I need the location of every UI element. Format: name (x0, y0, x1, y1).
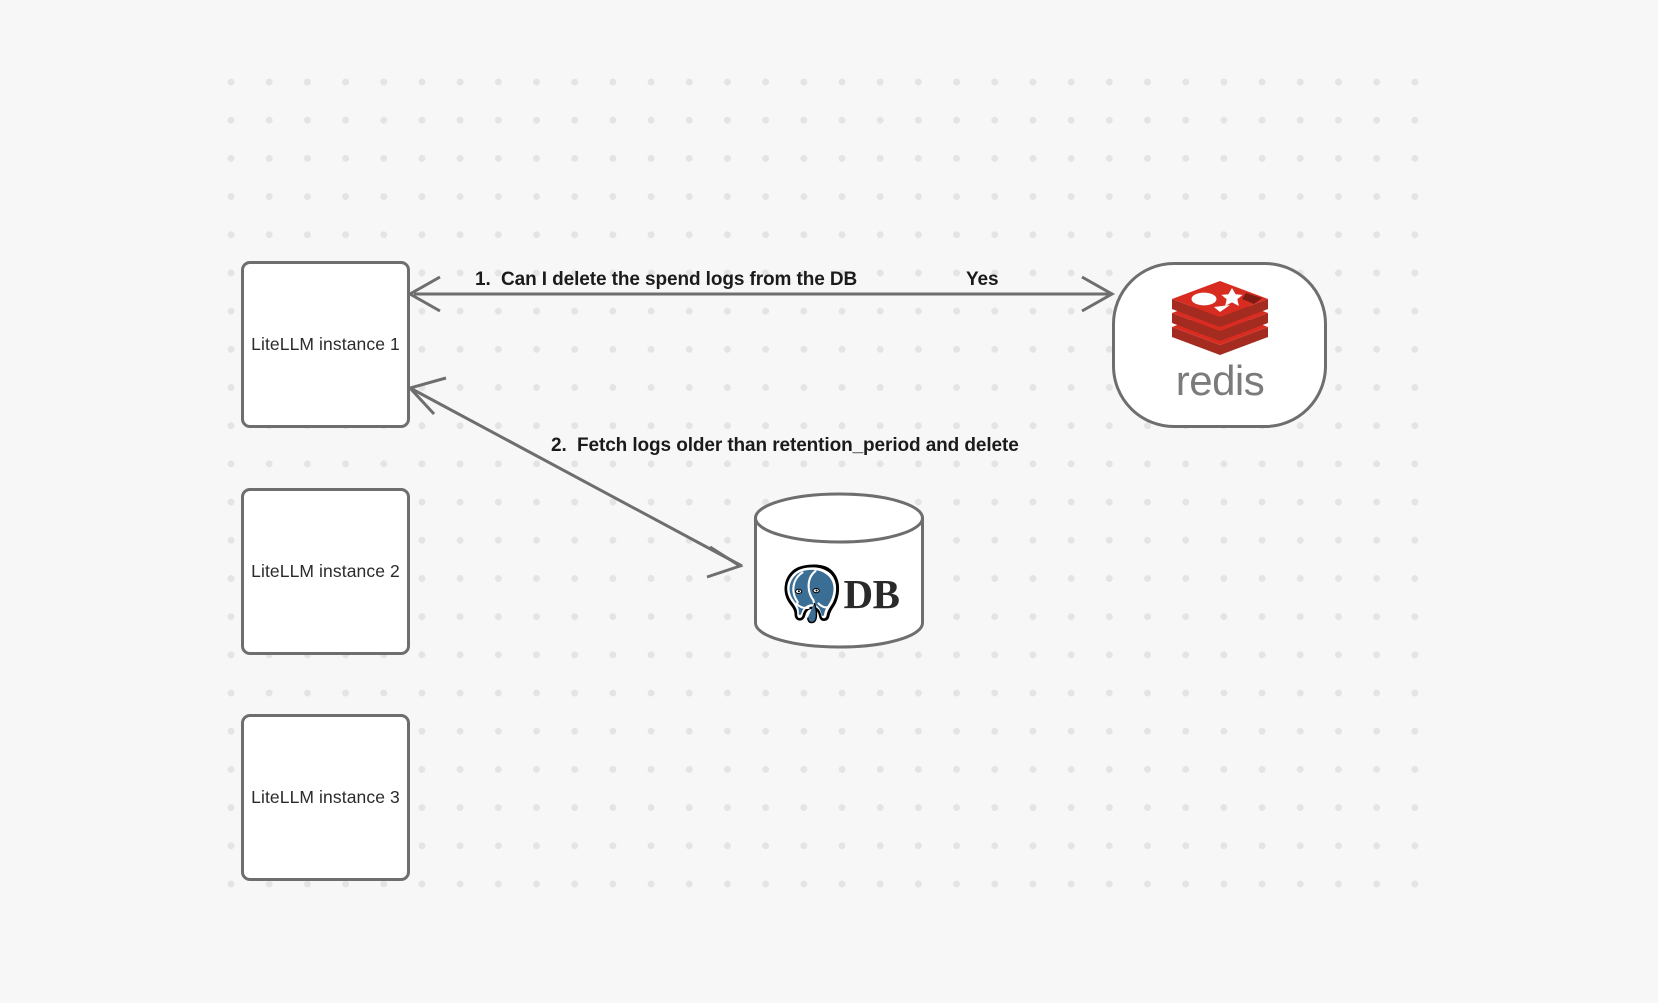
node-litellm-instance-3[interactable]: LiteLLM instance 3 (241, 714, 410, 881)
arrowhead-downright-icon (706, 545, 744, 579)
node-label: LiteLLM instance 1 (251, 334, 400, 354)
edge-label-step-1: 1. Can I delete the spend logs from the … (475, 269, 858, 290)
arrowhead-right-icon (1081, 275, 1116, 313)
database-label: DB (843, 570, 900, 617)
node-litellm-instance-2[interactable]: LiteLLM instance 2 (241, 488, 410, 655)
node-label: LiteLLM instance 2 (251, 561, 400, 581)
node-redis[interactable]: redis (1112, 262, 1327, 428)
edge-label-step-1-reply: Yes (966, 269, 999, 290)
svg-text:redis: redis (1175, 361, 1264, 404)
redis-logo-icon (1171, 281, 1268, 355)
arrowhead-upleft-icon (407, 376, 447, 416)
edge-instance1-database (407, 376, 744, 579)
node-database[interactable]: DB (753, 492, 925, 649)
arrowhead-left-icon (406, 275, 441, 313)
redis-wordmark-text: redis (1175, 361, 1264, 404)
edge-instance1-redis (406, 275, 1116, 313)
edge-label-step-2: 2. Fetch logs older than retention_perio… (551, 435, 1019, 456)
postgresql-elephant-icon (784, 564, 839, 624)
node-label: LiteLLM instance 3 (251, 787, 400, 807)
node-litellm-instance-1[interactable]: LiteLLM instance 1 (241, 261, 410, 428)
